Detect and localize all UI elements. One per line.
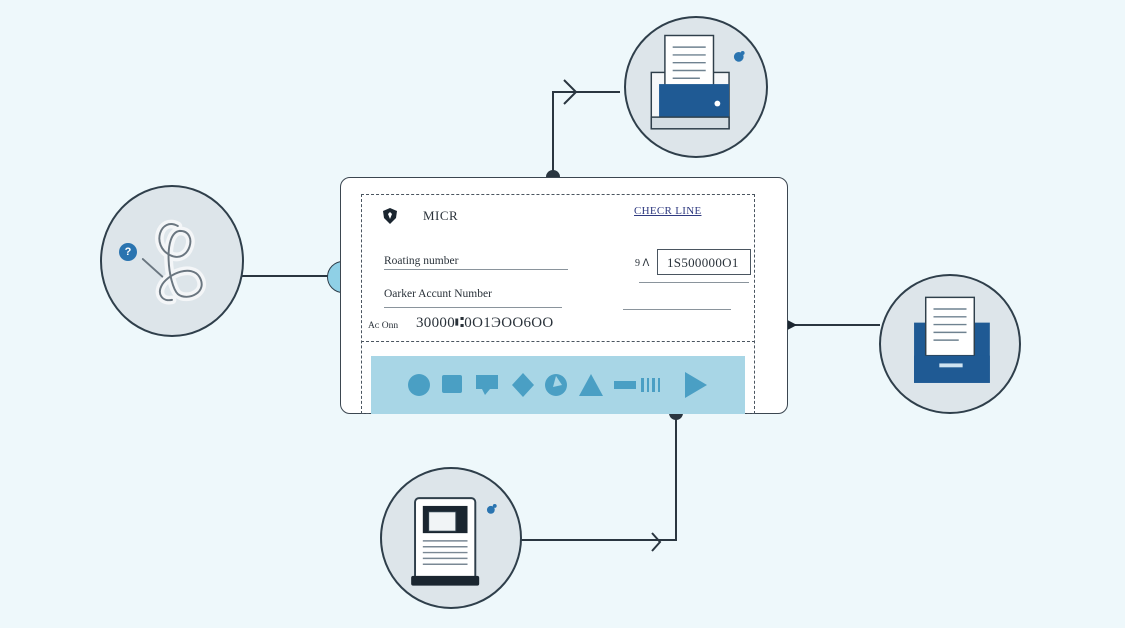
- micr-title: MICR: [423, 208, 459, 223]
- account-underline-right: [623, 309, 731, 310]
- micr-symbol-pie: [545, 374, 567, 396]
- document-tray-icon: [650, 34, 745, 130]
- check-reader-icon: [411, 497, 497, 586]
- routing-prefix: 9 ᐱ: [635, 258, 650, 269]
- account-number-value: 30000⑆0O1ЭOO6OO: [416, 315, 554, 331]
- signature-icon: [141, 219, 206, 305]
- check-line-label: CHECR LINE: [634, 205, 702, 217]
- micr-check-card: MICR CHECR LINE Roating number 9 ᐱ 1S500…: [340, 177, 788, 414]
- micr-symbol-bubble: [476, 375, 498, 395]
- account-prefix: Aᴄ Onn: [368, 321, 399, 331]
- micr-symbol-band: [371, 356, 745, 414]
- wire-card-to-tray: [552, 91, 620, 176]
- printer-scanner-node[interactable]: [879, 274, 1021, 414]
- check-dashed-divider: [361, 341, 755, 342]
- document-tray-node[interactable]: [624, 16, 768, 158]
- shield-icon: [383, 208, 397, 224]
- account-underline: [384, 307, 562, 308]
- wire-card-to-reader: [520, 413, 677, 541]
- wire-reader-chevron: [651, 532, 662, 552]
- account-label: Oarker Accunt Number: [384, 288, 492, 300]
- micr-symbols: [408, 372, 707, 398]
- routing-number-box: [657, 249, 751, 275]
- signature-node[interactable]: ?: [100, 185, 244, 337]
- routing-label: Roating number: [384, 255, 459, 267]
- wire-tray-chevron: [563, 79, 578, 105]
- micr-symbol-square: [442, 375, 462, 393]
- check-reader-node[interactable]: [380, 467, 522, 609]
- routing-number-value: 1S500000O1: [667, 255, 739, 270]
- signature-step-badge: ?: [119, 243, 137, 261]
- micr-symbol-gear: [408, 374, 430, 396]
- routing-underline: [384, 269, 568, 270]
- printer-scanner-icon: [914, 296, 990, 383]
- routing-underline-right: [639, 282, 749, 283]
- micr-symbol-triangle: [579, 374, 603, 396]
- micr-symbol-diamond: [512, 373, 534, 397]
- micr-symbol-bar: [614, 381, 636, 389]
- micr-symbol-play: [685, 372, 707, 398]
